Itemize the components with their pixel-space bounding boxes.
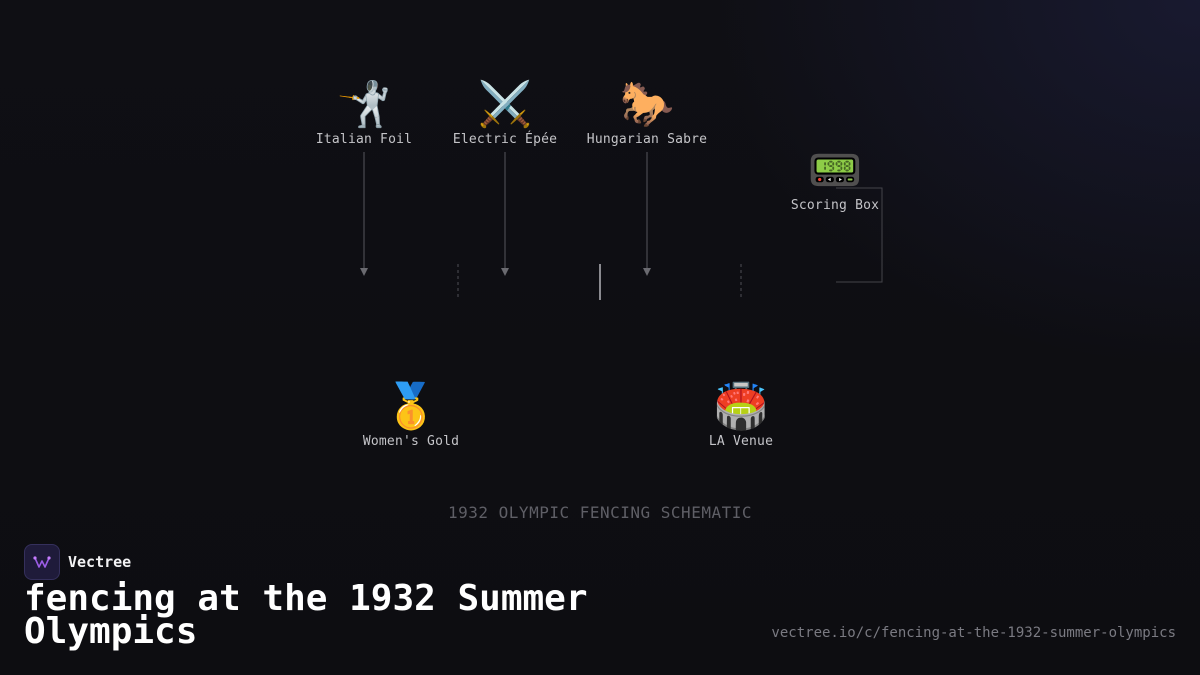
page-url[interactable]: vectree.io/c/fencing-at-the-1932-summer-… xyxy=(771,625,1176,641)
node-italian-foil[interactable]: 🤺 Italian Foil xyxy=(315,79,413,148)
node-la-venue[interactable]: 🏟️ LA Venue xyxy=(708,381,774,450)
vectree-logo-icon xyxy=(24,544,60,580)
node-scoring-box[interactable]: 📟 Scoring Box xyxy=(790,145,880,214)
crossed-swords-icon: ⚔️ xyxy=(477,79,533,130)
node-label: Hungarian Sabre xyxy=(586,132,708,147)
node-electric-epee[interactable]: ⚔️ Electric Épée xyxy=(452,79,558,148)
node-label: LA Venue xyxy=(708,434,774,449)
scoring-box-bracket xyxy=(836,187,883,283)
node-hungarian-sabre[interactable]: 🐎 Hungarian Sabre xyxy=(586,79,708,148)
stadium-icon: 🏟️ xyxy=(713,381,769,432)
brand-name: Vectree xyxy=(68,553,132,571)
gold-medal-icon: 🥇 xyxy=(383,381,439,432)
node-womens-gold[interactable]: 🥇 Women's Gold xyxy=(362,381,460,450)
node-label: Electric Épée xyxy=(452,132,558,147)
node-label: Women's Gold xyxy=(362,434,460,449)
node-label: Scoring Box xyxy=(790,198,880,213)
diagram-caption: 1932 OLYMPIC FENCING SCHEMATIC xyxy=(448,503,752,522)
pager-icon: 📟 xyxy=(807,145,863,196)
fencer-icon: 🤺 xyxy=(336,79,392,130)
page-title: fencing at the 1932 Summer Olympics xyxy=(24,578,588,652)
brand[interactable]: Vectree xyxy=(24,544,131,580)
node-label: Italian Foil xyxy=(315,132,413,147)
horse-icon: 🐎 xyxy=(619,79,675,130)
